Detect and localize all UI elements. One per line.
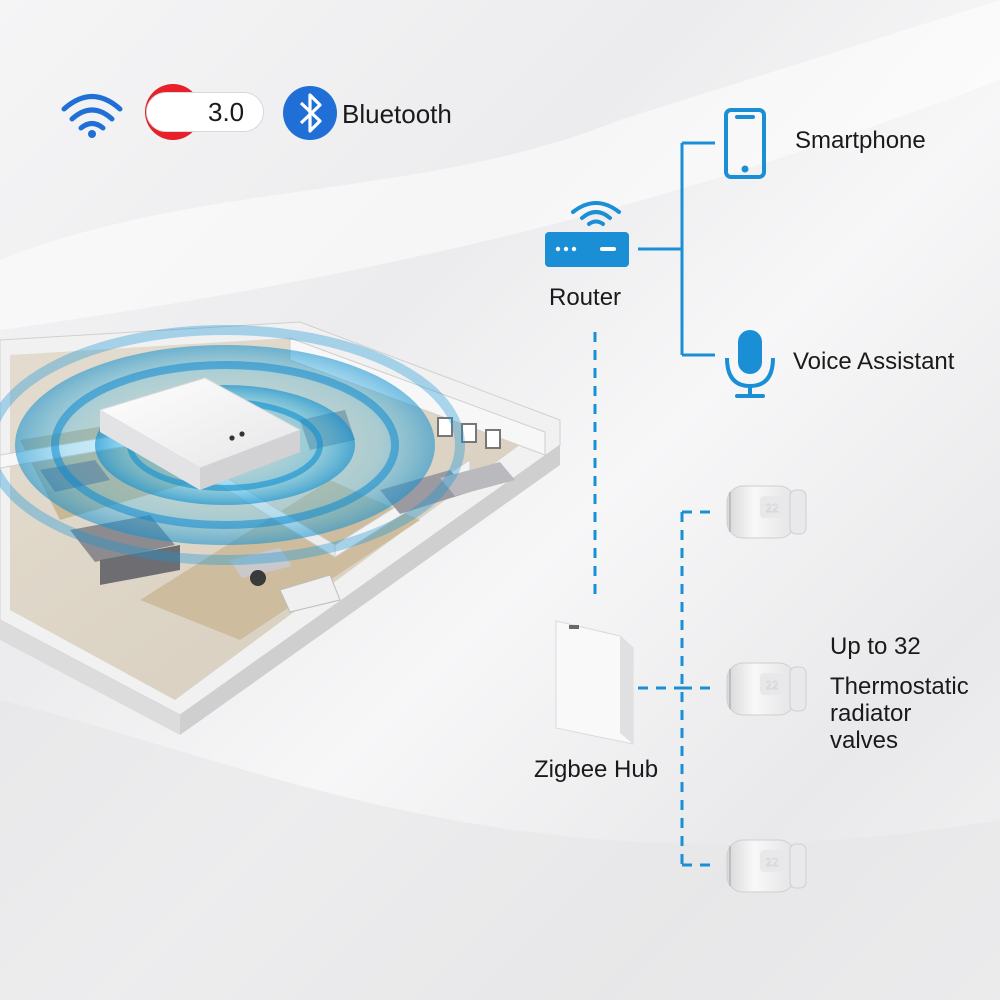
bluetooth-label: Bluetooth — [342, 99, 452, 129]
zigbee-hub-label: Zigbee Hub — [534, 756, 659, 783]
router-label: Router — [549, 284, 622, 311]
valves-caption: Up to 32 Thermostatic radiator valves — [830, 633, 969, 754]
background-fold — [0, 0, 1000, 330]
zigbee-hub-render — [98, 377, 302, 490]
connection-lines — [593, 141, 718, 867]
valves-count-label: Up to 32 — [830, 633, 921, 660]
wifi-icon — [61, 94, 123, 138]
zigbee-hub-device — [555, 620, 634, 745]
radiator-valve-bottom: 22 — [726, 839, 807, 893]
svg-text:22: 22 — [765, 856, 778, 869]
voice-assistant-label: Voice Assistant — [793, 348, 955, 375]
router-icon — [545, 201, 629, 267]
radiator-valve-top: 22 — [726, 485, 807, 539]
radiator-valve-middle: 22 — [726, 662, 807, 716]
zigbee-version-badge — [146, 92, 264, 132]
smartphone-icon — [724, 108, 766, 179]
zigbee-version: 3.0 — [208, 97, 245, 127]
microphone-icon — [725, 330, 775, 398]
smartphone-label: Smartphone — [795, 127, 926, 154]
house-floor-plan — [0, 321, 561, 735]
valves-description: Thermostatic radiator valves — [830, 673, 969, 754]
bluetooth-icon — [283, 86, 337, 140]
svg-text:22: 22 — [765, 679, 778, 692]
svg-text:22: 22 — [765, 502, 778, 515]
background-fold — [0, 700, 1000, 1000]
